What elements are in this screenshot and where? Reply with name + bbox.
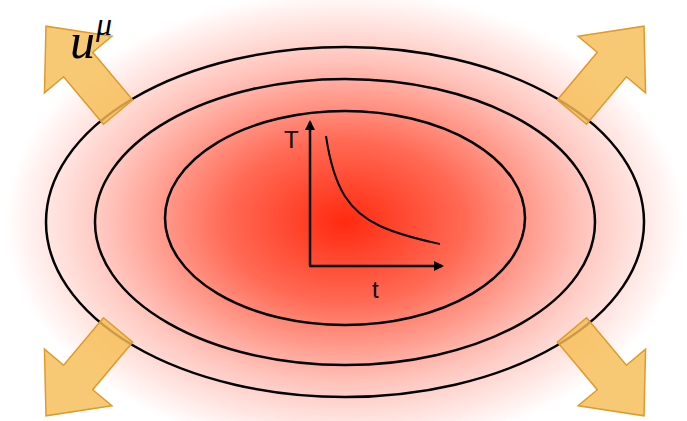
outer-ellipse	[46, 47, 644, 397]
flow-arrow	[538, 0, 677, 140]
flow-arrow	[12, 302, 151, 421]
flow-arrow	[538, 302, 677, 421]
velocity-symbol: u	[70, 16, 95, 66]
flow-arrow	[12, 0, 151, 140]
axis-label: t	[372, 278, 379, 302]
middle-ellipse	[95, 79, 595, 365]
time-axis	[309, 265, 442, 268]
cooling-curve	[326, 136, 440, 244]
inner-ellipse	[165, 111, 525, 325]
axis-label: T	[284, 128, 299, 152]
index-superscript: μ	[96, 8, 112, 40]
temperature-axis	[309, 122, 312, 266]
